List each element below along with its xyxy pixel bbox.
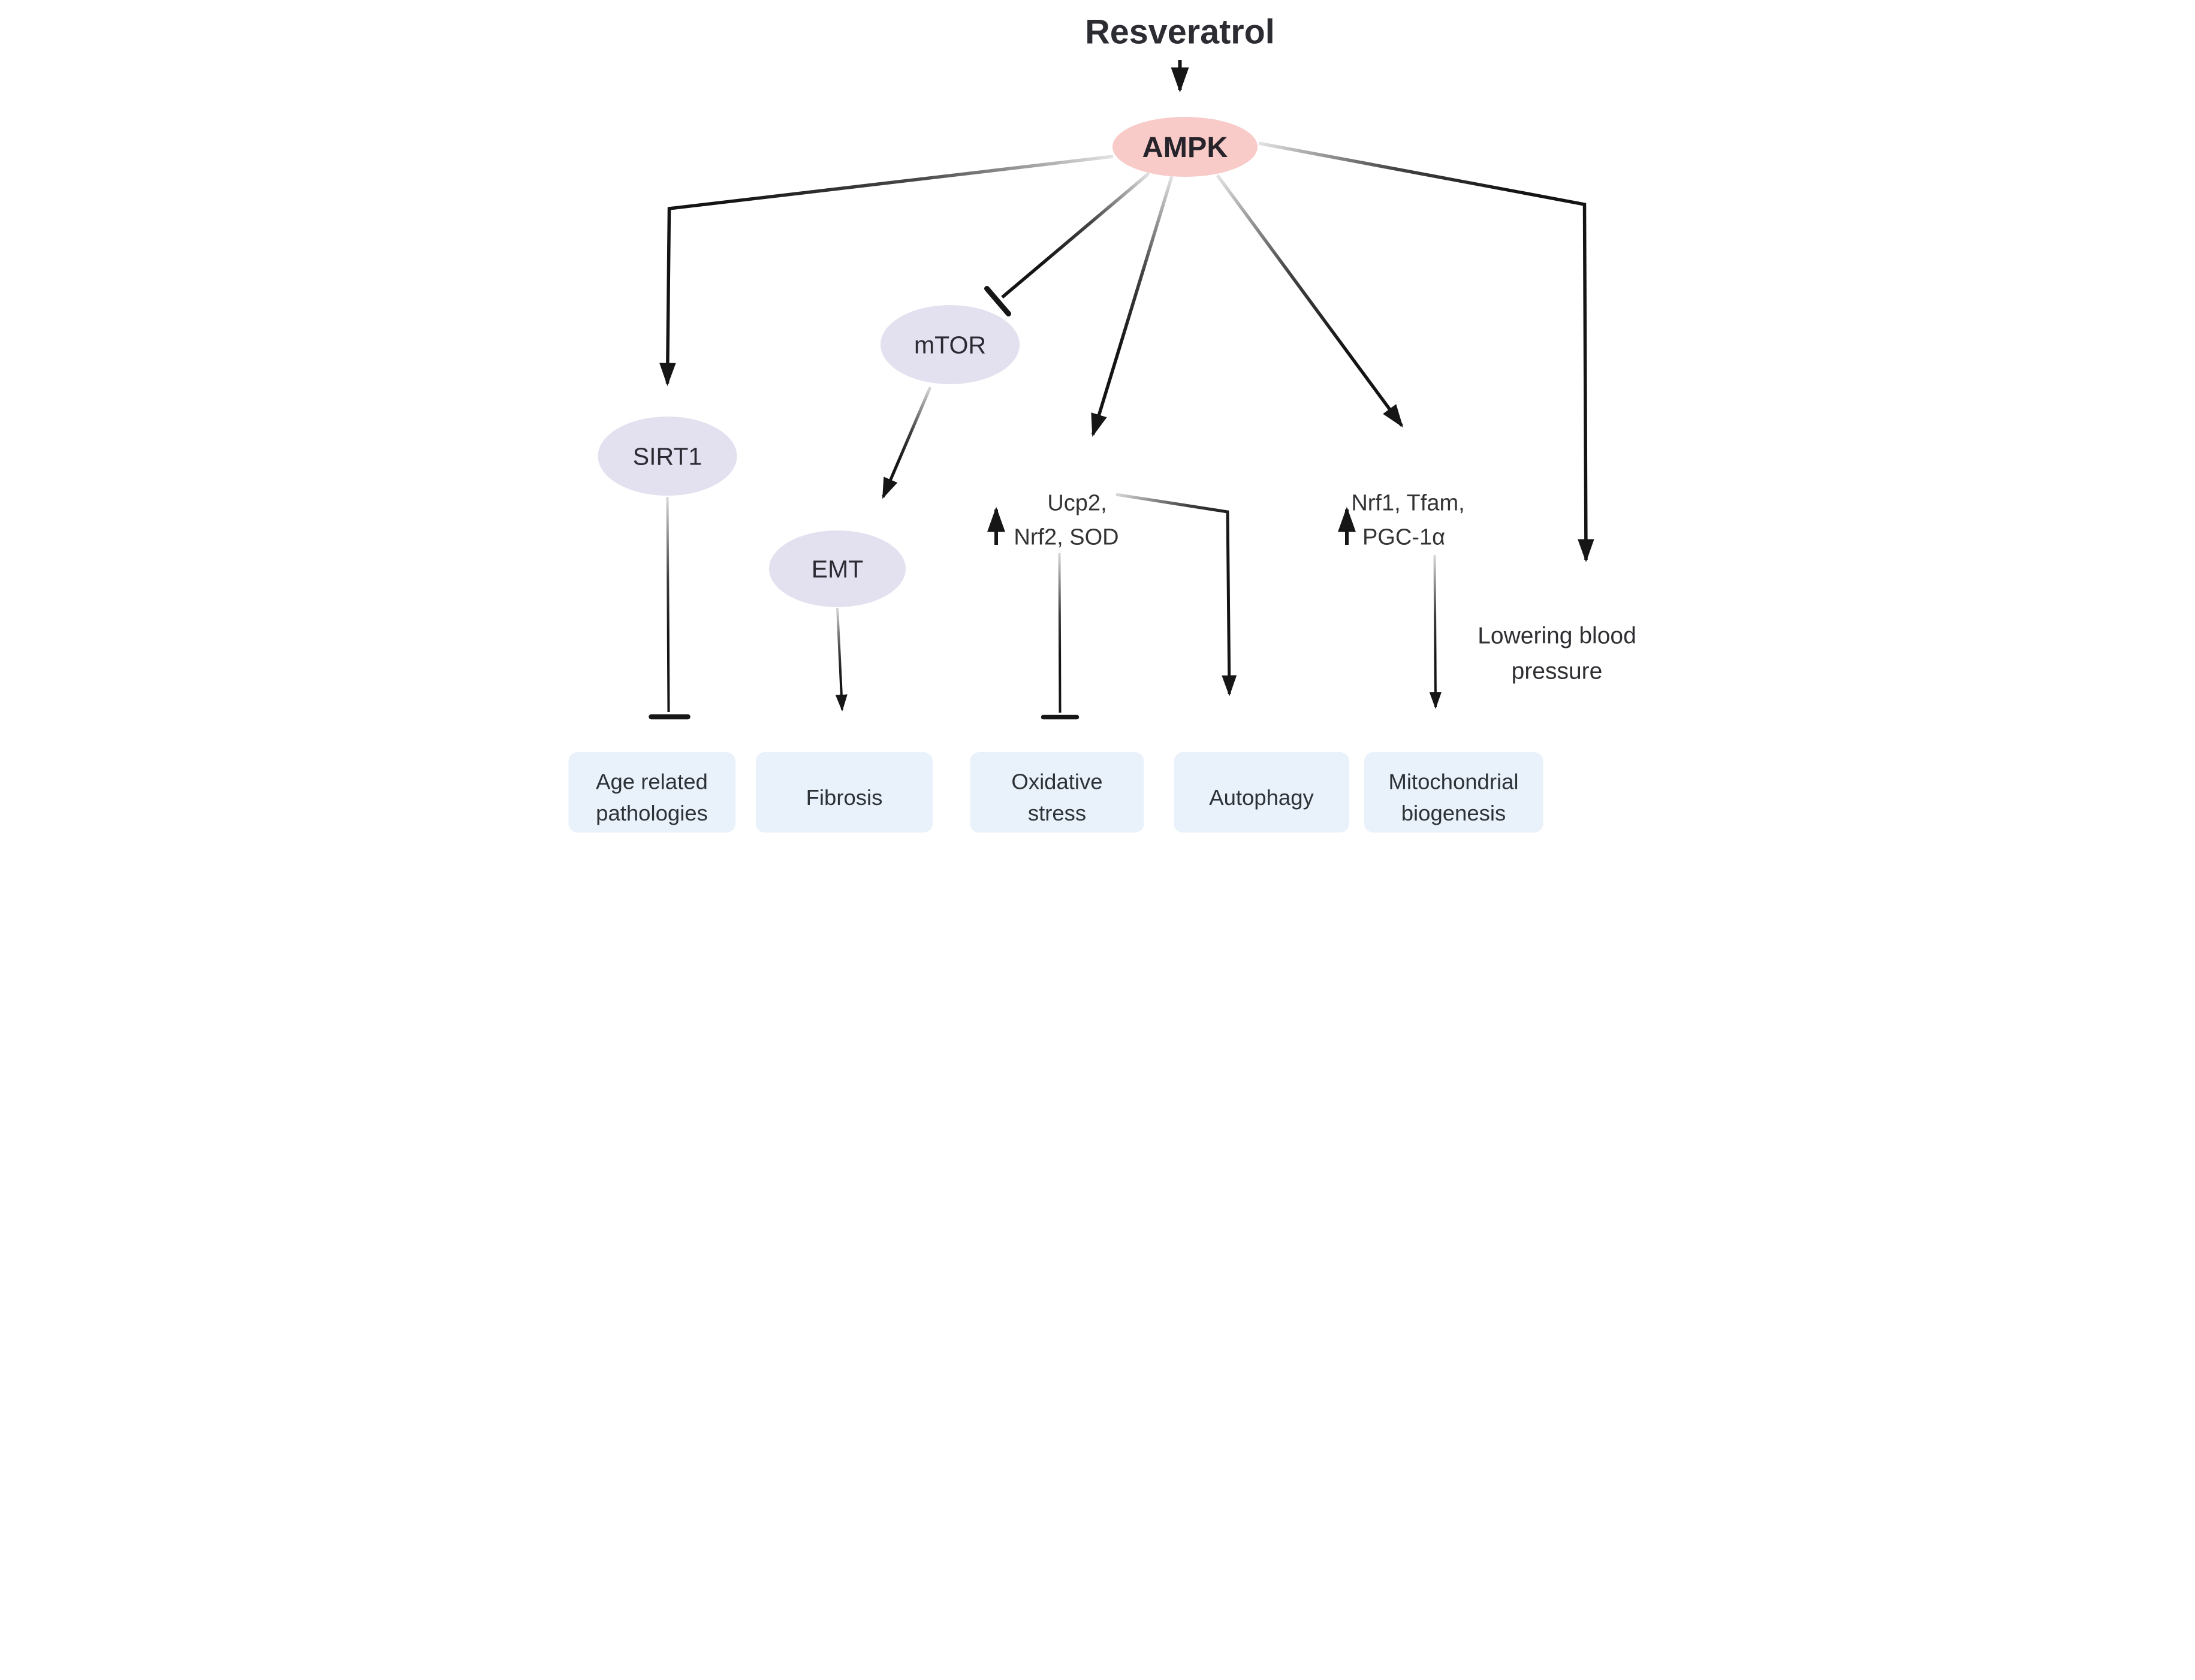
inhibition-line [1058,553,1061,713]
edge-ampk-nrf1-group [1216,174,1403,428]
edge-ucp2-autophagy [1115,493,1237,696]
oxidative-line2: stress [1027,801,1086,825]
edge-nrf1-mitochondrial [1429,554,1442,709]
node-nrf1-group: Nrf1, Tfam, PGC-1α [1337,491,1464,550]
edge-ampk-lowering-bp [1258,141,1594,563]
age-related-line1: Age related [596,770,708,794]
oxidative-box [970,752,1144,833]
mitochondrial-line1: Mitochondrial [1388,770,1518,794]
node-ucp2-group: Ucp2, Nrf2, SOD [987,491,1118,550]
activation-arrow [659,155,1113,387]
fibrosis-label: Fibrosis [806,785,882,810]
node-mitochondrial: Mitochondrial biogenesis [1364,752,1543,833]
inhibition-line [666,496,670,713]
nrf1-label-line2: PGC-1α [1362,525,1445,550]
mtor-label: mTOR [914,331,986,359]
sirt1-label: SIRT1 [632,443,701,470]
fibrosis-box [755,752,933,833]
emt-label: EMT [811,556,863,583]
age-related-box [568,752,735,833]
oxidative-line1: Oxidative [1011,770,1102,794]
nrf1-label-line1: Nrf1, Tfam, [1351,491,1464,516]
node-fibrosis: Fibrosis [755,752,933,833]
ucp2-label-line2: Nrf2, SOD [1014,525,1118,550]
emt-ellipse [768,530,906,607]
lowering-bp-line2: pressure [1511,659,1602,684]
node-autophagy: Autophagy [1174,752,1349,833]
node-mtor: mTOR [880,305,1020,384]
mitochondrial-line2: biogenesis [1401,801,1506,825]
autophagy-label: Autophagy [1209,785,1314,810]
ampk-ellipse [1112,117,1258,177]
edge-mtor-emt [881,387,931,499]
edge-ucp2-oxidative [1041,553,1079,720]
node-emt: EMT [768,530,906,607]
lowering-bp-line1: Lowering blood [1478,623,1636,649]
edge-sirt1-age-related [648,496,691,720]
activation-arrow [835,607,848,711]
mitochondrial-box [1364,752,1543,833]
age-related-line2: pathologies [596,801,708,825]
activation-arrow [881,387,931,499]
activation-arrow [1429,554,1442,709]
ucp2-label-line1: Ucp2, [1047,491,1106,516]
inhibition-line [1000,171,1150,299]
sirt1-ellipse [598,417,737,496]
mtor-ellipse [880,305,1020,384]
edge-ampk-sirt1 [659,155,1113,387]
activation-arrow [1115,493,1237,696]
activation-arrow [1216,174,1403,428]
pathway-diagram: Resveratrol AMPK SIRT1 mTOR EMT Ucp2, Nr… [548,0,1647,840]
node-age-related: Age related pathologies [568,752,735,833]
edge-emt-fibrosis [835,607,848,711]
node-oxidative: Oxidative stress [970,752,1144,833]
node-lowering-bp: Lowering blood pressure [1478,623,1636,684]
resveratrol-label: Resveratrol [1085,13,1274,52]
activation-arrow [1090,176,1174,437]
inhibition-tbar-icon [984,286,1011,316]
node-resveratrol: Resveratrol [1085,13,1274,52]
edge-ampk-ucp2-group [1090,176,1174,437]
autophagy-box [1174,752,1349,833]
node-sirt1: SIRT1 [598,417,737,496]
edge-ampk-mtor [984,171,1150,316]
node-ampk: AMPK [1112,117,1258,177]
ampk-label: AMPK [1142,131,1228,164]
activation-arrow [1258,141,1594,563]
